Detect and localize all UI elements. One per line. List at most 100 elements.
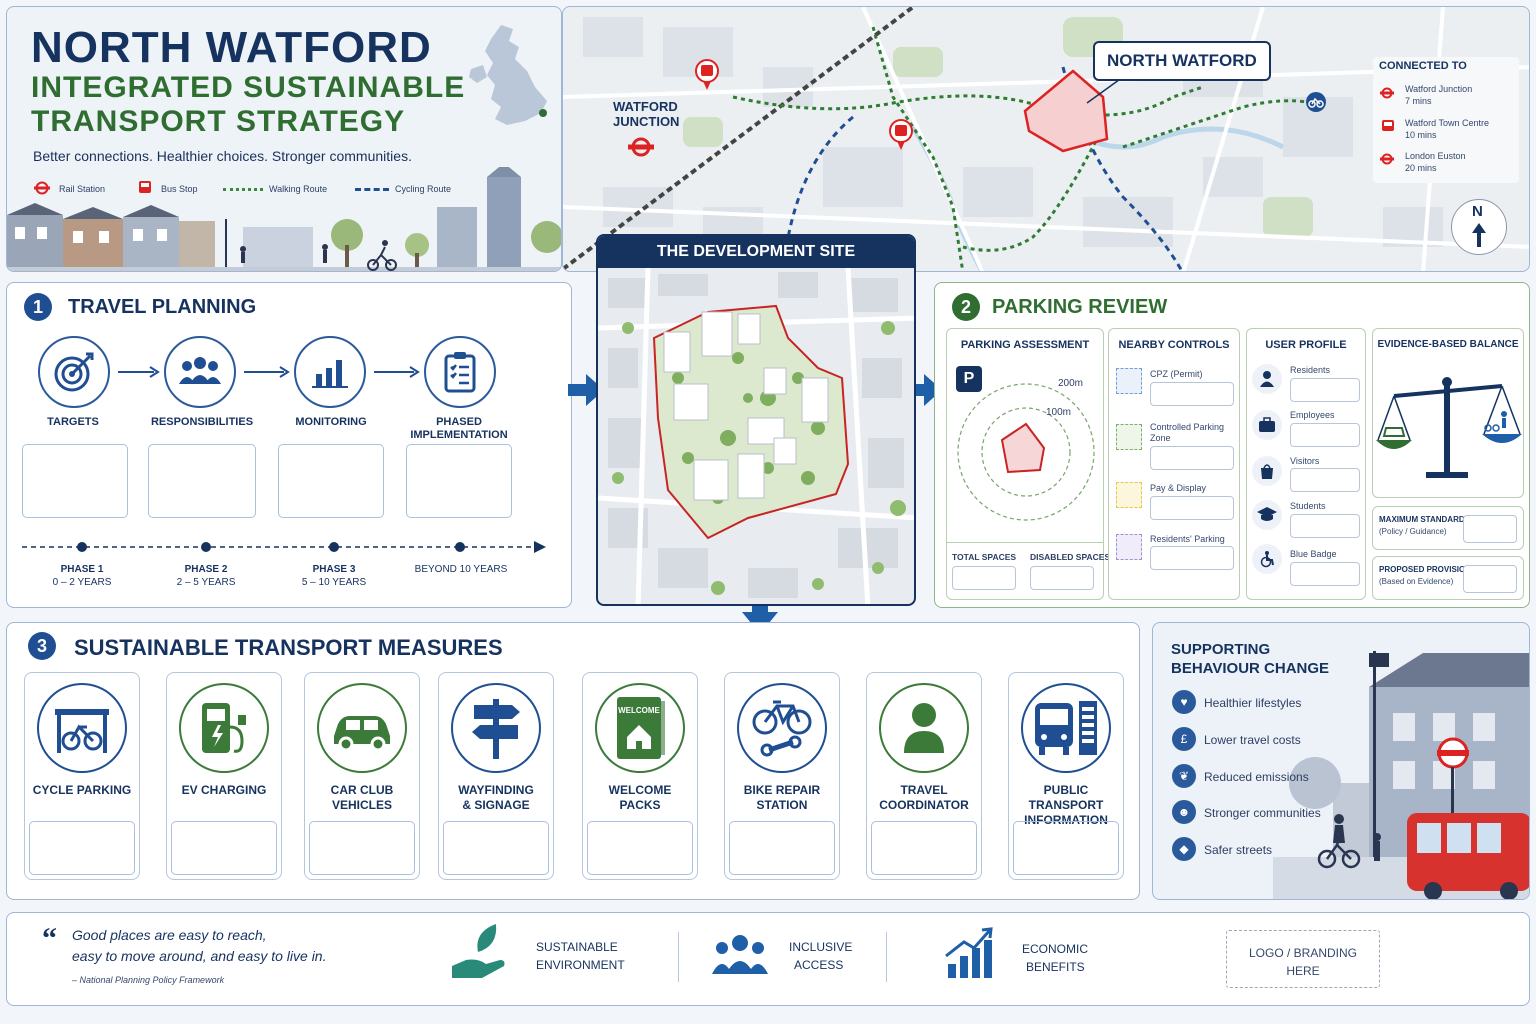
employees-input[interactable] [1290,423,1360,447]
connected-title: CONNECTED TO [1379,60,1467,72]
shield-icon: ◆ [1172,837,1196,861]
measure-label-line-1: WAYFINDING [458,783,534,797]
benefit-safer: Safer streets [1204,843,1273,857]
measure-label-line-1: PUBLIC TRANSPORT [1028,783,1104,812]
measure-card-wayfinding[interactable]: WAYFINDING& SIGNAGE [438,672,554,880]
parking-p-icon: P [956,366,982,392]
measure-label: WAYFINDING& SIGNAGE [439,783,553,813]
location-map[interactable]: NORTH WATFORD WATFORD JUNCTION CONNECTED… [562,6,1530,272]
residents-icon [1252,364,1282,394]
bus-icon [139,181,151,193]
benefit-communities: Stronger communities [1204,806,1321,820]
user-profile-title: USER PROFILE [1265,339,1347,351]
employees-icon [1252,410,1282,440]
students-input[interactable] [1290,514,1360,538]
walking-line [223,188,263,191]
step-arrow-icon [374,366,420,378]
quote-line-1: Good places are easy to reach, [72,927,267,943]
blue-badge-label: Blue Badge [1290,549,1337,559]
quote-mark-icon: “ [42,922,57,955]
balance-scale-icon [1376,377,1522,478]
pay-display-input[interactable] [1150,496,1234,520]
step-monitoring: MONITORING [295,416,367,428]
footer-divider-1 [678,932,679,982]
radius-diagram [957,383,1095,521]
phase-timeline [22,541,546,553]
site-plan-illustration [598,268,914,604]
cpz-input[interactable] [1150,382,1234,406]
page-title: NORTH WATFORD [31,23,432,72]
blue-badge-input[interactable] [1290,562,1360,586]
legend-bus: Bus Stop [161,184,198,194]
leaf-icon: ❦ [1172,764,1196,788]
blue-badge-icon [1252,544,1282,574]
street-scene-illustration [1273,651,1529,899]
measure-card-cycle-parking[interactable]: CYCLE PARKING [24,672,140,880]
responsibilities-input-box[interactable] [148,444,256,518]
disabled-spaces-input[interactable] [1030,566,1094,590]
radius-100m-label: 100m [1046,407,1072,418]
measure-card-ev-charging[interactable]: EV CHARGING [166,672,282,880]
phase-2-name: PHASE 2 [184,564,228,575]
measure-label-line-2: INFORMATION [1024,813,1108,827]
visitors-input[interactable] [1290,468,1360,492]
measure-label-line-2: VEHICLES [331,798,392,812]
legend-cycling: Cycling Route [395,184,452,194]
total-spaces-input[interactable] [952,566,1016,590]
max-standard-input[interactable] [1463,515,1517,543]
measure-input-box[interactable] [587,821,693,875]
rail-icon [34,181,50,195]
benefit-lower-costs: Lower travel costs [1204,733,1301,747]
phase-2-range: 2 – 5 YEARS [176,577,236,588]
behaviour-title-1: SUPPORTING [1171,641,1271,658]
max-standard-box: MAXIMUM STANDARD (Policy / Guidance) [1372,506,1524,550]
measure-label-line-1: TRAVEL [900,783,948,797]
proposed-provision-label: PROPOSED PROVISION [1379,565,1472,574]
phased-input-box[interactable] [406,444,512,518]
residents-parking-swatch [1116,534,1142,560]
measure-input-box[interactable] [443,821,549,875]
responsibilities-icon [164,336,236,408]
measure-label-line-2: STATION [756,798,808,812]
measure-label-line-2: & SIGNAGE [462,798,530,812]
cpz-label: CPZ (Permit) [1150,369,1203,379]
controlled-zone-label-2: Zone [1150,433,1171,443]
phase-3-range: 5 – 10 YEARS [301,577,367,588]
cycling-line [355,188,389,191]
measure-input-box[interactable] [1013,821,1119,875]
logo-placeholder[interactable] [1226,930,1380,988]
measure-input-box[interactable] [29,821,135,875]
proposed-provision-box: PROPOSED PROVISION (Based on Evidence) [1372,556,1524,600]
proposed-provision-input[interactable] [1463,565,1517,593]
controlled-zone-swatch [1116,424,1142,450]
benefit-economic-2: BENEFITS [1026,960,1085,974]
person-icon [879,683,969,773]
svg-text:WELCOME: WELCOME [618,706,660,715]
parking-assessment-title: PARKING ASSESSMENT [960,339,1090,351]
benefit-healthier: Healthier lifestyles [1204,696,1302,710]
measure-input-box[interactable] [871,821,977,875]
monitoring-input-box[interactable] [278,444,384,518]
measure-input-box[interactable] [729,821,835,875]
measure-input-box[interactable] [309,821,415,875]
targets-input-box[interactable] [22,444,128,518]
header-panel: NORTH WATFORD INTEGRATED SUSTAINABLE TRA… [6,6,562,272]
controlled-zone-input[interactable] [1150,446,1234,470]
rail-icon [1380,153,1394,165]
phased-implementation-icon [424,336,496,408]
residents-input[interactable] [1290,378,1360,402]
logo-placeholder-line-2: HERE [1286,964,1320,978]
residents-parking-input[interactable] [1150,546,1234,570]
measure-input-box[interactable] [171,821,277,875]
parking-review-title: PARKING REVIEW [992,296,1168,318]
signpost-icon [451,683,541,773]
measure-label-line-2: PACKS [619,798,661,812]
